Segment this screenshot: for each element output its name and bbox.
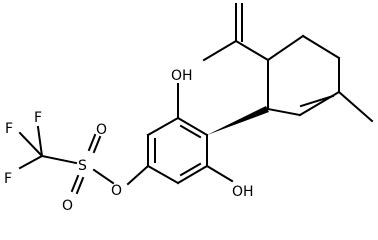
wedge-bond <box>207 106 269 135</box>
sulfonyl-bonds <box>70 133 115 195</box>
molecule-structure: F F F S O O O OH OH <box>4 3 374 214</box>
fluorine-label-3: F <box>4 171 12 187</box>
isopropenyl-group <box>202 3 270 62</box>
cf3-bonds <box>18 125 78 170</box>
sulfonyl-oxygen-top-label: O <box>96 122 107 138</box>
aromatic-ring <box>146 116 209 185</box>
fluorine-label-1: F <box>34 110 42 126</box>
sulfonyl-oxygen-bottom-label: O <box>62 198 73 214</box>
ester-bond <box>126 164 150 186</box>
hydroxyl-top-label: OH <box>171 68 193 84</box>
ester-oxygen-label: O <box>111 183 122 199</box>
fluorine-label-2: F <box>5 121 13 137</box>
sulfur-label: S <box>78 158 87 174</box>
cyclohexene-ring <box>266 34 374 123</box>
oh-bottom-bond <box>205 164 234 183</box>
hydroxyl-bottom-label: OH <box>232 184 254 200</box>
